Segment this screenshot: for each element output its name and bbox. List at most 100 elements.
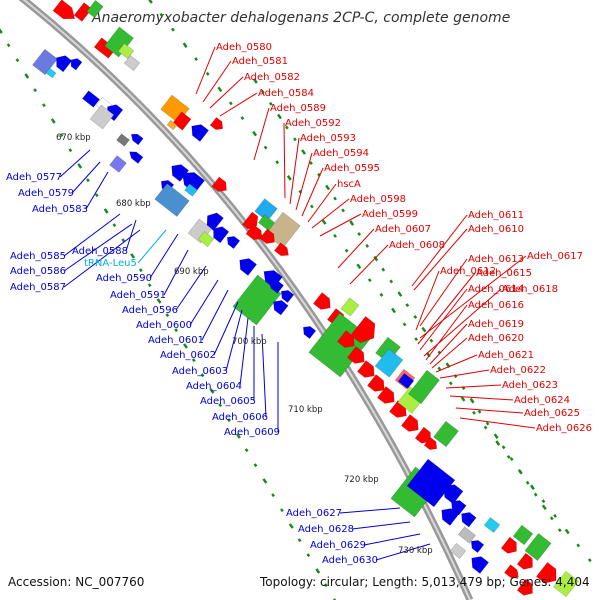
tick-dash <box>200 373 205 378</box>
gene-feature <box>524 533 552 561</box>
tick-dash <box>252 78 258 84</box>
tick-dash <box>235 433 241 439</box>
gene-feature <box>516 578 533 596</box>
tick-dash <box>373 255 379 262</box>
tick-dash <box>205 71 210 76</box>
leader-line <box>63 229 141 288</box>
gene-feature <box>259 228 275 244</box>
tick-dash <box>130 253 136 259</box>
tick-dash <box>485 421 490 426</box>
tick-dash <box>587 558 592 563</box>
leader-line <box>307 183 337 223</box>
summary-text: Topology: circular; Length: 5,013,479 bp… <box>259 575 590 589</box>
kbp-label: 680 kbp <box>116 199 151 209</box>
tick-dash <box>315 568 321 574</box>
tick-dash <box>405 303 410 308</box>
tick-dash <box>525 480 530 485</box>
tick-dash <box>541 499 546 504</box>
kbp-label: 690 kbp <box>174 267 209 277</box>
gene-label-right: Adeh_0615 <box>476 268 532 279</box>
tick-dash <box>367 278 372 283</box>
tick-dash <box>94 193 99 198</box>
tick-dash <box>138 268 143 273</box>
leader-line <box>435 354 478 373</box>
gene-feature <box>340 297 360 317</box>
gene-label-left: Adeh_0577 <box>6 172 62 183</box>
gene-feature <box>397 373 415 389</box>
leader-line <box>337 228 375 269</box>
gene-label-right: Adeh_0584 <box>258 88 314 99</box>
tick-dash <box>240 116 245 120</box>
leader-line <box>71 161 101 194</box>
tick-dash <box>413 315 418 319</box>
leader-line <box>319 213 362 237</box>
tick-dash <box>209 388 215 394</box>
tick-dash <box>483 425 488 430</box>
leader-line <box>63 223 133 272</box>
gene-feature <box>350 316 376 343</box>
tick-dash <box>293 137 297 142</box>
gene-feature <box>433 420 459 448</box>
leader-line <box>411 214 468 287</box>
gene-feature <box>408 369 440 405</box>
gene-feature <box>406 458 456 508</box>
tick-dash <box>472 410 476 415</box>
gene-feature <box>184 183 198 197</box>
leader-line <box>413 228 468 291</box>
gene-label-left: Adeh_0586 <box>10 266 66 277</box>
leader-line <box>59 149 91 178</box>
tick-dash <box>86 178 90 183</box>
tick-dash <box>495 440 501 446</box>
gene-label-right: Adeh_0594 <box>313 148 369 159</box>
gene-label-left: Adeh_0630 <box>322 555 378 566</box>
gene-feature <box>109 155 127 173</box>
gene-label-right: Adeh_0581 <box>232 56 288 67</box>
tick-dash <box>147 283 152 288</box>
gene-feature <box>239 258 257 276</box>
gene-label-left: Adeh_0587 <box>10 282 66 293</box>
gene-label-left: tRNA-Leu5 <box>84 258 137 269</box>
gene-label-right: Adeh_0620 <box>468 333 524 344</box>
kbp-label: 700 kbp <box>232 337 267 347</box>
leader-line <box>201 289 229 341</box>
leader-line <box>311 198 350 229</box>
tick-dash <box>165 313 170 318</box>
gene-feature <box>263 270 283 289</box>
leader-line <box>417 272 476 345</box>
leader-line <box>363 533 421 546</box>
gene-label-right: Adeh_0624 <box>514 395 570 406</box>
tick-dash <box>421 326 427 333</box>
gene-label-left: Adeh_0600 <box>136 320 192 331</box>
gene-feature <box>512 524 534 546</box>
tick-dash <box>15 58 20 63</box>
gene-label-right: Adeh_0582 <box>244 72 300 83</box>
leader-line <box>339 507 401 514</box>
leader-line <box>459 417 536 429</box>
gene-feature <box>423 437 438 450</box>
leader-line <box>455 407 524 414</box>
gene-label-right: Adeh_0611 <box>468 210 524 221</box>
gene-label-left: Adeh_0609 <box>224 427 280 438</box>
tick-dash <box>397 291 403 297</box>
gene-feature <box>154 183 190 217</box>
tick-dash <box>288 523 294 529</box>
tick-dash <box>171 27 175 32</box>
leader-line <box>137 229 167 264</box>
tick-dash <box>541 504 547 511</box>
tick-dash <box>183 343 188 349</box>
leader-line <box>202 60 232 103</box>
tick-dash <box>121 238 126 243</box>
leader-line <box>213 301 239 356</box>
gene-label-right: hscA <box>337 179 361 190</box>
gene-feature <box>172 111 192 131</box>
tick-dash <box>324 583 328 588</box>
tick-dash <box>77 163 83 169</box>
leader-line <box>439 369 490 379</box>
leader-line <box>301 167 324 217</box>
gene-feature <box>211 176 227 192</box>
tick-dash <box>309 161 313 165</box>
gene-feature <box>187 218 213 244</box>
tick-dash <box>356 263 362 269</box>
tick-dash <box>509 457 514 462</box>
